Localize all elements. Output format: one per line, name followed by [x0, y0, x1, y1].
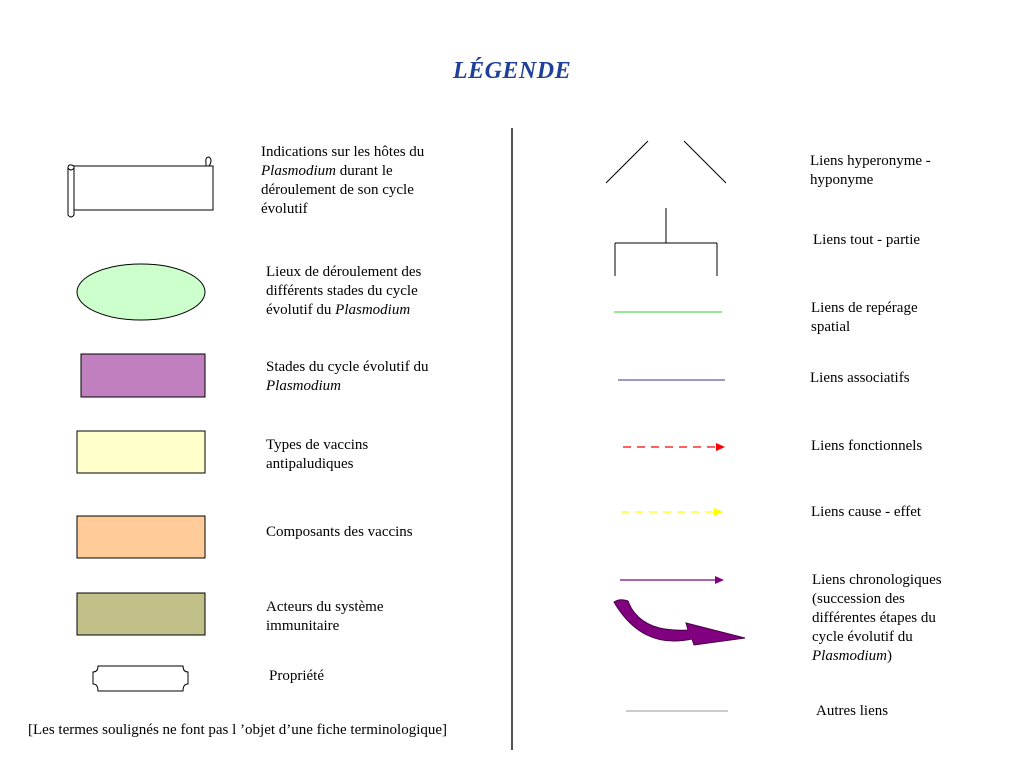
- label-components: Composants des vaccins: [266, 524, 413, 540]
- label-spatial: Liens de repérage spatial: [811, 300, 918, 335]
- cause-effect-arrow: [621, 508, 723, 516]
- rect-stages-shape: [80, 353, 206, 398]
- column-divider: [511, 128, 513, 750]
- label-functional: Liens fonctionnels: [811, 438, 923, 454]
- label-cause-effect: Liens cause - effet: [811, 504, 922, 520]
- chronological-arrow: [620, 576, 724, 584]
- label-property: Propriété: [269, 668, 324, 684]
- label-chronological: Liens chronologiques (succession des dif…: [812, 572, 942, 664]
- plaque-shape: [92, 665, 189, 692]
- label-hyperonym: Liens hyperonyme - hyponyme: [810, 153, 931, 188]
- label-associative: Liens associatifs: [810, 370, 910, 386]
- hyperonym-lines: [605, 140, 727, 184]
- legend-title: LÉGENDE: [452, 58, 572, 84]
- label-hosts: Indications sur les hôtes du Plasmodium …: [261, 144, 425, 217]
- functional-arrow: [623, 443, 725, 451]
- rect-components-shape: [76, 515, 206, 559]
- label-other: Autres liens: [816, 703, 889, 719]
- footnote: [Les termes soulignés ne font pas l ’obj…: [28, 722, 448, 738]
- rect-vaccines-shape: [76, 430, 206, 474]
- whole-part-tree: [614, 208, 718, 276]
- label-actors: Acteurs du système immunitaire: [266, 599, 384, 634]
- label-stages: Stades du cycle évolutif du Plasmodium: [266, 359, 429, 394]
- label-places: Lieux de déroulement des différents stad…: [266, 264, 422, 318]
- label-vaccines: Types de vaccins antipaludiques: [266, 437, 369, 472]
- ellipse-shape: [76, 263, 206, 321]
- scroll-shape: [67, 156, 214, 218]
- label-whole-part: Liens tout - partie: [813, 232, 921, 248]
- rect-actors-shape: [76, 592, 206, 636]
- curved-arrow-icon: [613, 599, 746, 646]
